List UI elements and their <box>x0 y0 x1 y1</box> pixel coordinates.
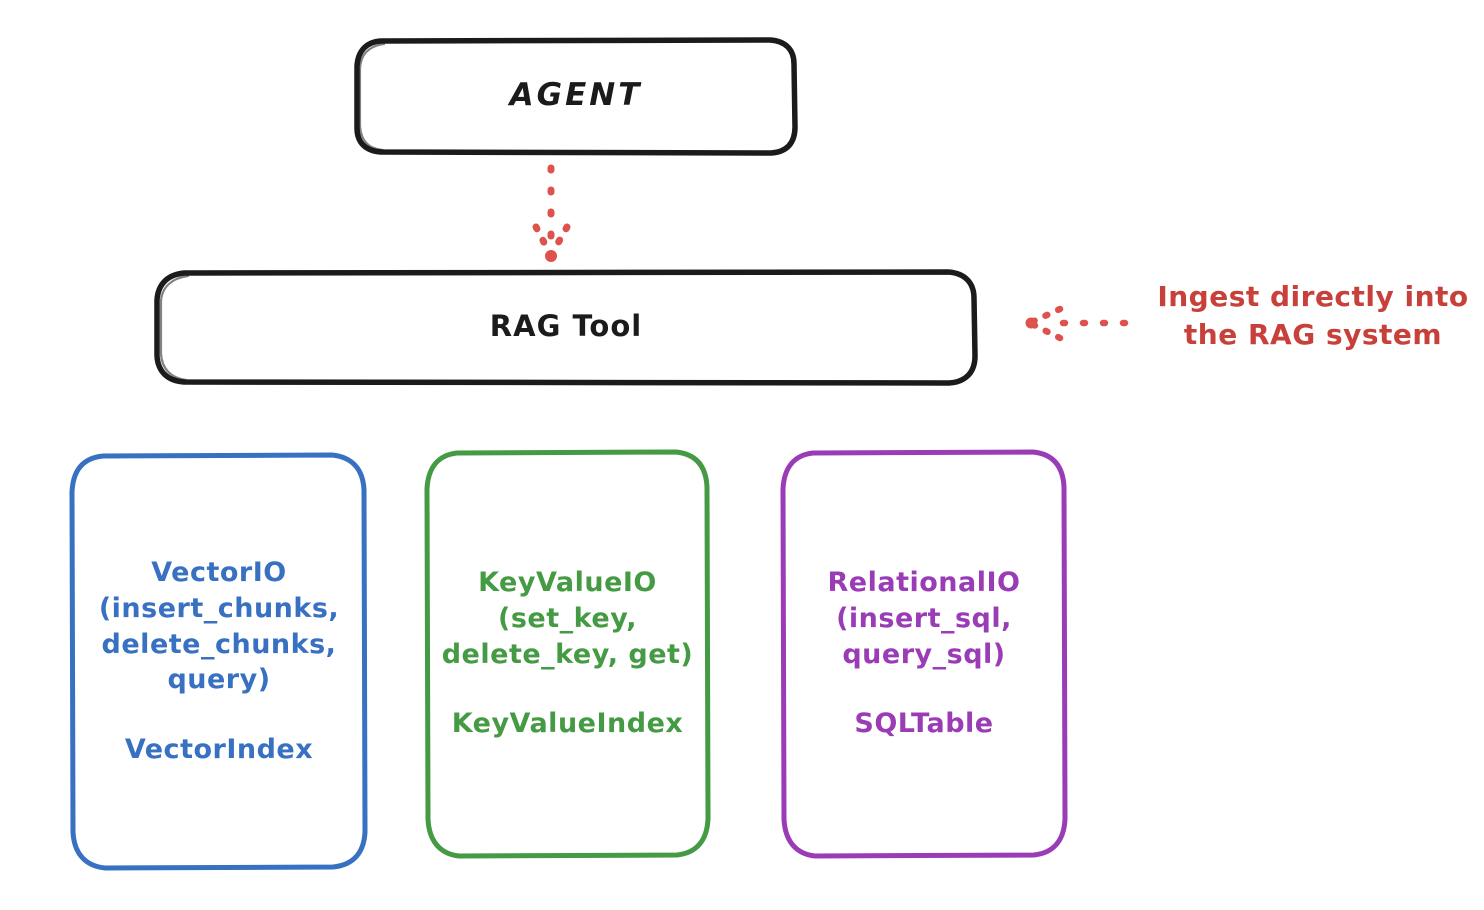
agent-box[interactable] <box>354 37 798 156</box>
rag-tool-label: RAG Tool <box>489 309 643 344</box>
ingest-connector <box>1025 305 1129 342</box>
ingest-annotation-text: Ingest directly into the RAG system <box>1157 280 1469 351</box>
vector-io-api-label: VectorIO (insert_chunks, delete_chunks, … <box>98 557 340 696</box>
rag-tool-box[interactable] <box>154 269 978 386</box>
agent-label: AGENT <box>509 77 643 114</box>
key-value-io-box[interactable] <box>424 449 711 859</box>
vector-io-label-group: VectorIO (insert_chunks, delete_chunks, … <box>73 455 365 868</box>
agent-to-rag-connector <box>532 164 571 262</box>
key-value-io-index-label: KeyValueIndex <box>451 708 684 740</box>
key-value-io-label-group: KeyValueIO (set_key, delete_key, get) Ke… <box>427 452 708 855</box>
relational-io-box[interactable] <box>780 449 1068 859</box>
vector-io-index-label: VectorIndex <box>124 733 314 765</box>
relational-io-api-label: RelationalIO (insert_sql, query_sql) <box>827 567 1021 670</box>
vector-io-box[interactable] <box>69 452 368 871</box>
relational-io-label-group: RelationalIO (insert_sql, query_sql) SQL… <box>783 452 1065 855</box>
key-value-io-api-label: KeyValueIO (set_key, delete_key, get) <box>441 567 694 670</box>
relational-io-index-label: SQLTable <box>854 708 994 740</box>
